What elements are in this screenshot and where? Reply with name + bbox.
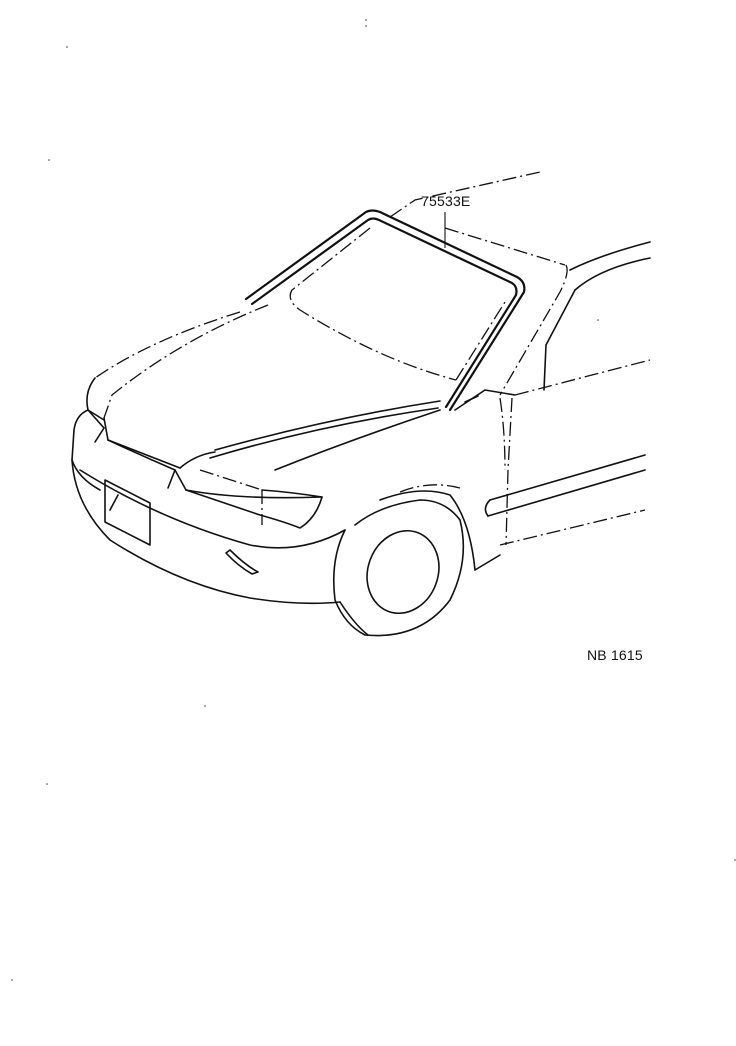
grille [94, 427, 323, 499]
door-panel [474, 359, 651, 571]
license-plate [104, 479, 151, 546]
windshield-glass [289, 227, 506, 381]
front-wheel [332, 499, 465, 637]
front-fender [274, 397, 506, 571]
figure-code-label: NB 1615 [587, 647, 643, 663]
a-pillar [499, 241, 651, 396]
part-number-label: 75533E [421, 193, 471, 209]
windshield-molding [244, 209, 526, 412]
roof-phantom-lines [389, 171, 566, 266]
headlamp [185, 469, 323, 529]
hood [86, 304, 269, 469]
front-bumper [71, 409, 346, 605]
scan-specks [11, 19, 736, 981]
cowl [209, 389, 516, 459]
